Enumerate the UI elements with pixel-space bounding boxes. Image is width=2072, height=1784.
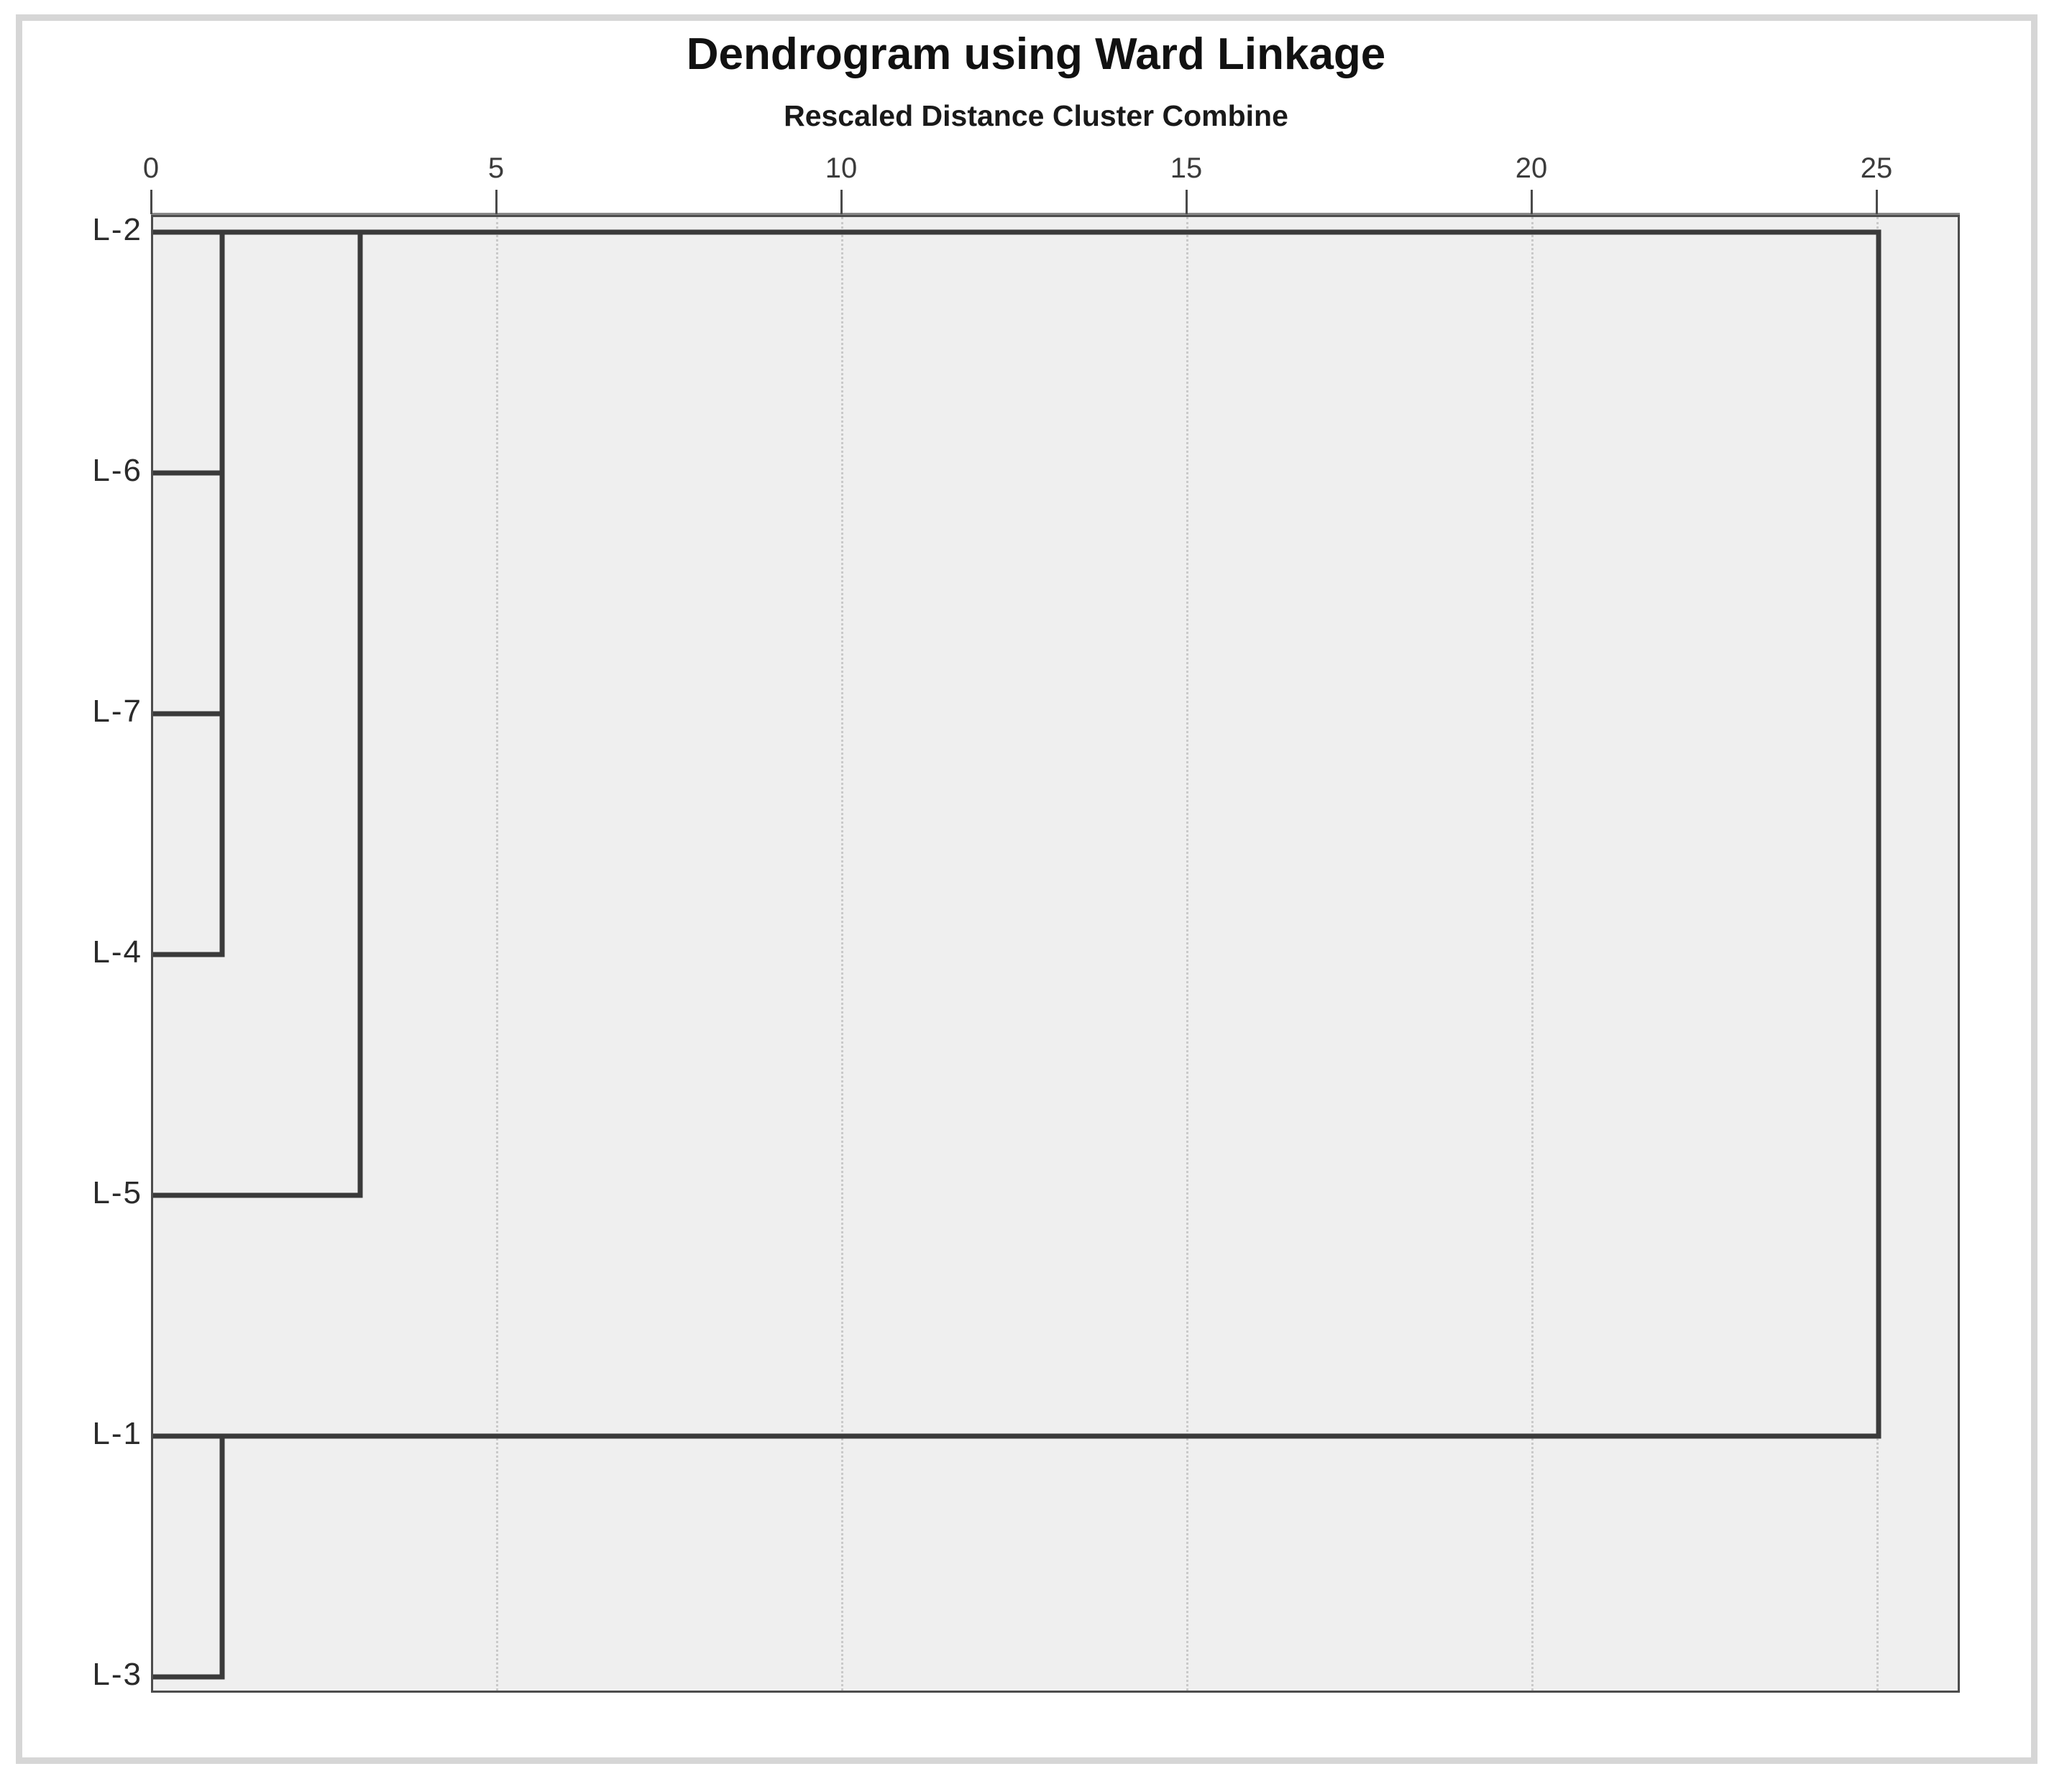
dendro-link-n6 <box>222 229 1881 1439</box>
chart-subtitle: Rescaled Distance Cluster Combine <box>784 99 1288 132</box>
dendro-link-n2 <box>153 711 225 957</box>
gridline-10 <box>841 217 843 1691</box>
page-title: Dendrogram using Ward Linkage <box>686 29 1386 79</box>
dendro-link-n4 <box>153 229 363 1198</box>
gridline-15 <box>1186 217 1188 1691</box>
dendro-link-n5 <box>153 1433 225 1680</box>
dendro-link-n1 <box>153 229 225 476</box>
gridline-20 <box>1531 217 1534 1691</box>
plot-area <box>151 215 1960 1693</box>
dendrogram-links <box>153 229 1881 1680</box>
gridline-5 <box>496 217 498 1691</box>
